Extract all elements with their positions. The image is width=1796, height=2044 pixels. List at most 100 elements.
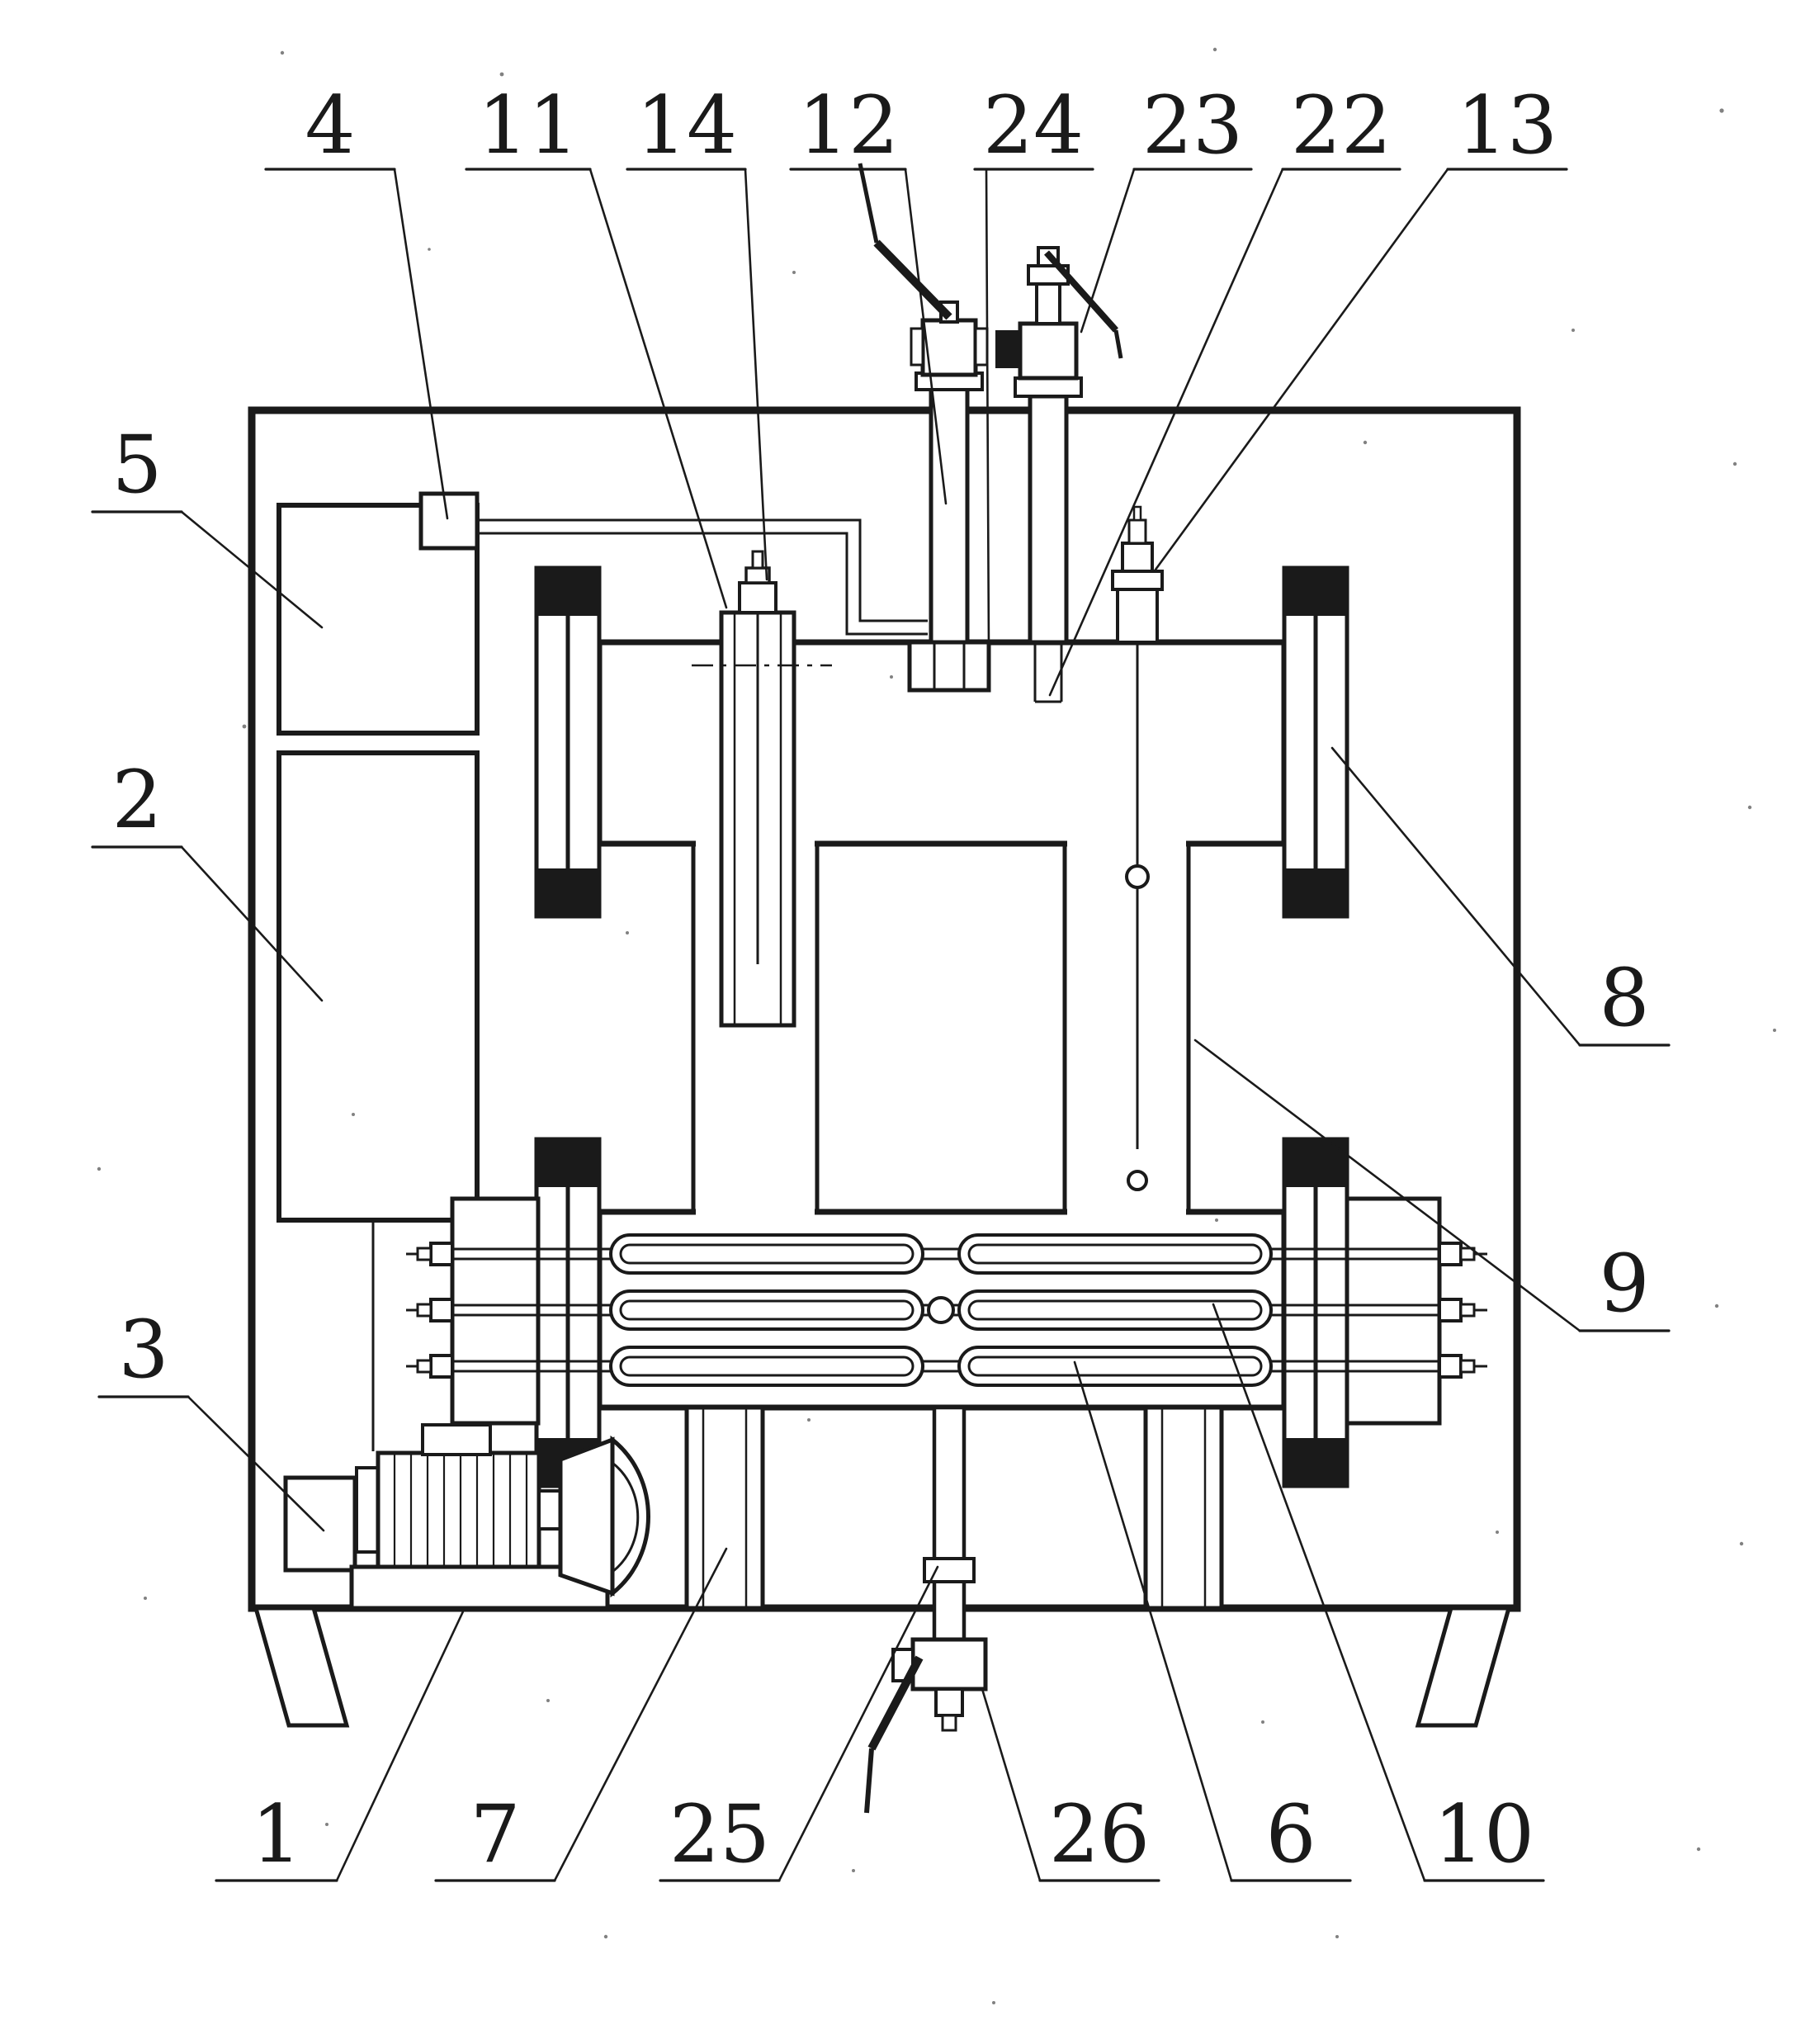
flange-plate (565, 1137, 602, 1488)
cabinet (248, 406, 1521, 1728)
callout-label-26: 26 (1049, 1788, 1150, 1881)
safety-valve-flange (1014, 376, 1083, 398)
terminal-stubs (406, 1242, 1487, 1379)
drain-valve-body (910, 1637, 988, 1692)
safety-pipe (1028, 394, 1069, 645)
heating-element-loop (609, 1289, 924, 1331)
paper-speck (1719, 108, 1724, 113)
flange-plate (1282, 1137, 1318, 1488)
probe-nozzle (1116, 588, 1159, 644)
paper-speck (97, 1166, 102, 1171)
leader-line-24 (985, 168, 990, 651)
leader-line-9 (1193, 1039, 1581, 1332)
terminal-stub-tip (1459, 1359, 1476, 1374)
leader-line-6 (1073, 1360, 1233, 1882)
terminal-stub-tip (416, 1359, 432, 1374)
drain-valve-lever-grip (864, 1748, 874, 1814)
paper-speck (280, 50, 285, 55)
paper-specks (97, 47, 1776, 2004)
paper-speck (1572, 329, 1575, 332)
control-cabinet (276, 491, 928, 1451)
safety-valve-neck (1035, 282, 1061, 325)
callout-label-12: 12 (798, 79, 899, 172)
flange-plate (534, 565, 570, 919)
paper-speck (325, 1823, 328, 1826)
callout-label-24: 24 (983, 79, 1084, 172)
gauge-head (738, 581, 777, 614)
leader-line-8 (1330, 746, 1581, 1047)
leader-line-3 (187, 1395, 325, 1532)
heating-element-loop (957, 1289, 1273, 1331)
terminal-stub (1438, 1298, 1463, 1322)
callout-label-5: 5 (111, 419, 162, 511)
paper-speck (792, 271, 796, 274)
callout-label-4: 4 (305, 79, 355, 172)
paper-speck (890, 675, 893, 679)
paper-speck (1696, 1847, 1701, 1852)
probe-ring-lower (1127, 1170, 1148, 1191)
callout-label-14: 14 (636, 79, 737, 172)
paper-speck (242, 724, 247, 729)
control-box-lower (276, 750, 480, 1223)
safety-valve-body (1018, 321, 1079, 381)
paper-speck (992, 2001, 995, 2004)
safety-valve-outlet (995, 330, 1020, 368)
upper-left-flange (534, 565, 602, 919)
heating-element-loop-inner (967, 1299, 1263, 1321)
heating-elements (609, 1233, 1273, 1387)
paper-speck (144, 1597, 147, 1600)
paper-speck (852, 1869, 855, 1872)
paper-speck (1739, 1541, 1744, 1546)
heating-element-loop-inner (619, 1356, 915, 1377)
inlet-valve-assembly (858, 163, 991, 693)
flange-bolt (1284, 568, 1347, 616)
valve-lever-grip (858, 163, 879, 244)
terminal-stub (429, 1354, 454, 1379)
heating-element-loop (957, 1233, 1273, 1275)
valve-body (920, 318, 978, 377)
motor-body (376, 1450, 541, 1569)
cabinet-outline (248, 406, 1521, 1612)
callout-label-8: 8 (1599, 952, 1649, 1044)
leader-line-14 (744, 168, 768, 581)
lower-right-flange (1282, 1137, 1349, 1488)
safety-valve-lever-end (1113, 329, 1123, 359)
heating-element-loop-inner (619, 1243, 915, 1265)
paper-speck (499, 72, 504, 77)
probe-ring-upper (1125, 864, 1150, 889)
paper-speck (1496, 1531, 1499, 1534)
callout-label-11: 11 (478, 79, 579, 172)
leader-line-23 (1080, 168, 1136, 334)
leader-line-2 (180, 845, 324, 1002)
callout-label-2: 2 (111, 754, 162, 846)
paper-speck (1261, 1720, 1264, 1724)
valve-lever (873, 239, 952, 320)
callout-label-9: 9 (1599, 1237, 1649, 1330)
callout-label-23: 23 (1142, 79, 1243, 172)
paper-speck (603, 1934, 608, 1939)
paper-speck (1714, 1304, 1719, 1308)
callout-leaders (91, 168, 1671, 1882)
motor-terminal-box (421, 1423, 492, 1456)
motor-end-bell (355, 1466, 380, 1554)
heater-assembly (406, 1196, 1487, 1426)
paper-speck (1215, 1218, 1218, 1222)
lower-left-flange (534, 1137, 602, 1488)
flange-plate (565, 565, 602, 919)
leader-line-26 (981, 1687, 1042, 1882)
cabinet-leg-left (253, 1606, 350, 1728)
center-port (927, 1296, 955, 1324)
terminal-box-left (450, 1196, 541, 1426)
paper-speck (1335, 1935, 1339, 1938)
leader-line-11 (588, 168, 728, 609)
paper-speck (626, 931, 629, 934)
leader-line-12 (904, 168, 948, 505)
heating-element-loop (609, 1233, 924, 1275)
cabinet-leg-right (1415, 1606, 1512, 1728)
callout-labels: 4 11 14 12 24 23 22 13 5 2 3 8 9 1 7 25 … (111, 79, 1649, 1881)
leader-line-22 (1048, 168, 1284, 697)
probe-collar (1111, 570, 1164, 591)
leader-line-7 (553, 1547, 728, 1882)
drain-valve-lever (867, 1655, 924, 1751)
